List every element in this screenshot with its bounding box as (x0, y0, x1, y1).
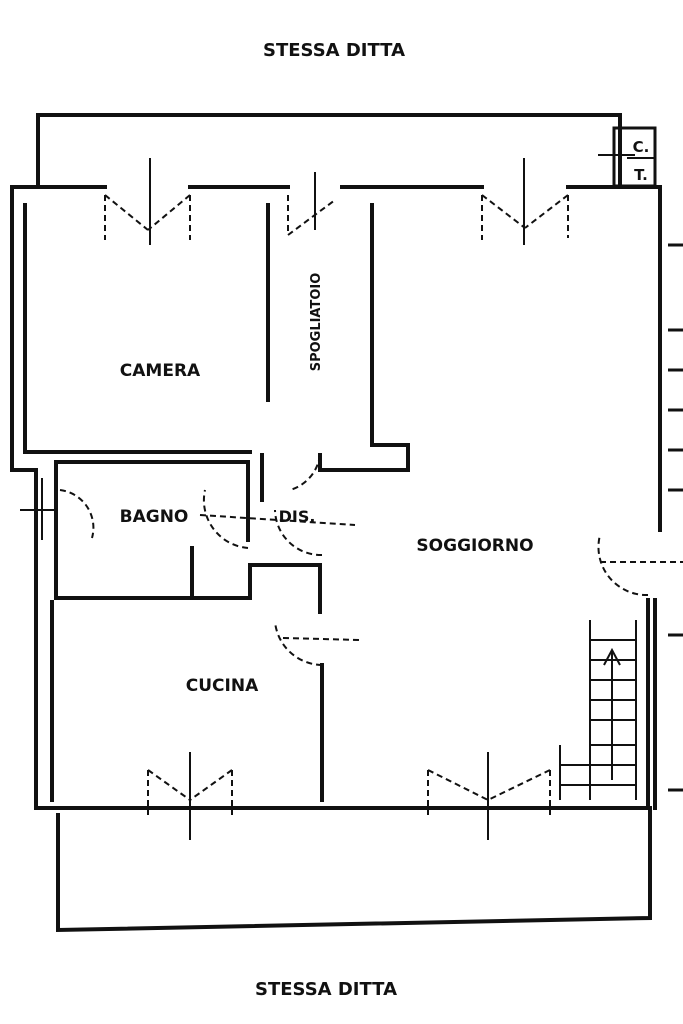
door-soggiorno-right (597, 534, 649, 597)
bottom-terrace-outline (56, 806, 652, 933)
door-dis (274, 509, 323, 557)
outer-wall-top (10, 185, 662, 532)
wall-bagno-top (54, 460, 250, 542)
ct-label-2: T. (634, 166, 648, 184)
wall-spogliatoio-soggiorno (318, 203, 410, 472)
dis-dash (199, 514, 683, 641)
room-label-cucina: CUCINA (186, 676, 259, 696)
ct-label-1: C. (633, 138, 650, 156)
window-spogliatoio-top (287, 195, 336, 237)
top-neighbor-label: STESSA DITTA (263, 40, 405, 61)
window-axis-bagno (20, 478, 56, 540)
room-label-dis: DIS. (279, 507, 316, 526)
window-camera-top (104, 194, 191, 240)
exterior-stair-fragment (668, 243, 683, 792)
wall-bagno-bottom (54, 563, 322, 614)
door-spogliatoio (289, 454, 321, 491)
room-label-soggiorno: SOGGIORNO (416, 536, 533, 556)
wall-dis (260, 453, 322, 502)
room-label-camera: CAMERA (120, 361, 201, 381)
window-soggiorno-bottom (427, 769, 551, 815)
outer-wall (10, 185, 650, 810)
room-label-bagno: BAGNO (120, 507, 189, 527)
ct-box (612, 126, 657, 188)
staircase (559, 620, 637, 800)
window-cucina-bottom (147, 769, 233, 815)
top-terrace-outline (36, 113, 622, 189)
bottom-neighbor-label: STESSA DITTA (255, 979, 397, 1000)
inner-wall-line (23, 203, 252, 802)
door-cucina (274, 621, 323, 666)
door-bagno-left (59, 489, 95, 539)
door-bagno (202, 489, 249, 549)
room-label-spogliatoio: SPOGLIATOIO (309, 273, 324, 372)
